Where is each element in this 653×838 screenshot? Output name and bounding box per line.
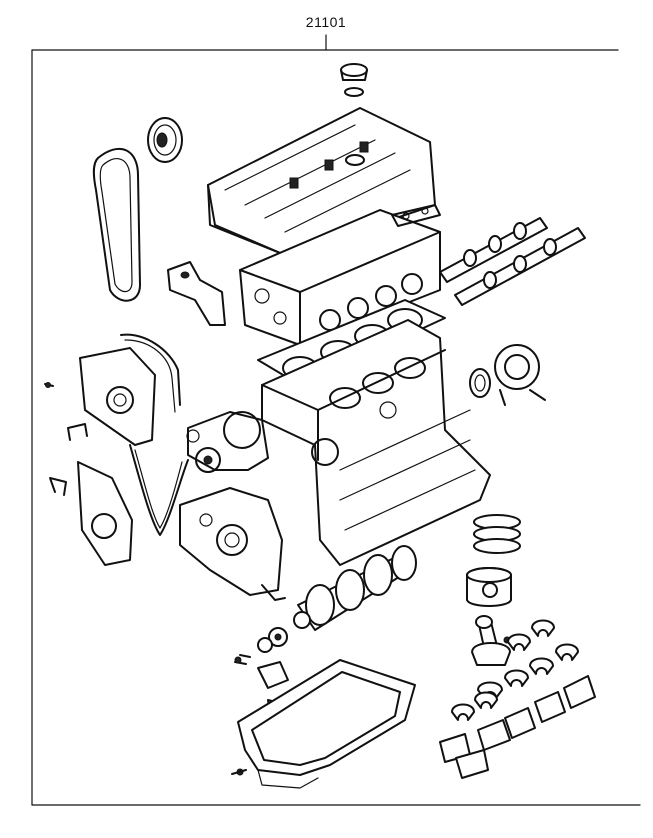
frame-border: [31, 49, 641, 806]
rear-oil-seal-housing: [469, 344, 546, 406]
engine-mount-bracket: [167, 261, 226, 326]
timing-belt: [92, 147, 141, 302]
oil-pump-front-case: [179, 487, 286, 601]
crankshaft: [293, 545, 417, 631]
timing-belt-cover-lower: [77, 444, 189, 566]
front-oil-seals: [234, 627, 288, 665]
manifold-gasket: [391, 204, 441, 227]
oil-filler-cap: [340, 63, 368, 97]
part-number-label: 21101: [305, 14, 347, 30]
oil-pan: [231, 659, 416, 789]
connecting-rod: [471, 615, 511, 666]
camshaft-sprocket: [147, 117, 183, 163]
timing-belt-cover-upper: [79, 333, 181, 446]
piston-rings: [473, 514, 521, 554]
camshafts: [439, 217, 586, 306]
clip-fasteners: [44, 382, 88, 496]
water-pump: [186, 411, 269, 473]
bearing-shells-upper: [477, 619, 579, 699]
cylinder-head: [239, 209, 441, 346]
cylinder-block: [261, 319, 491, 566]
main-bearing-caps: [439, 675, 596, 779]
piston: [466, 567, 512, 607]
